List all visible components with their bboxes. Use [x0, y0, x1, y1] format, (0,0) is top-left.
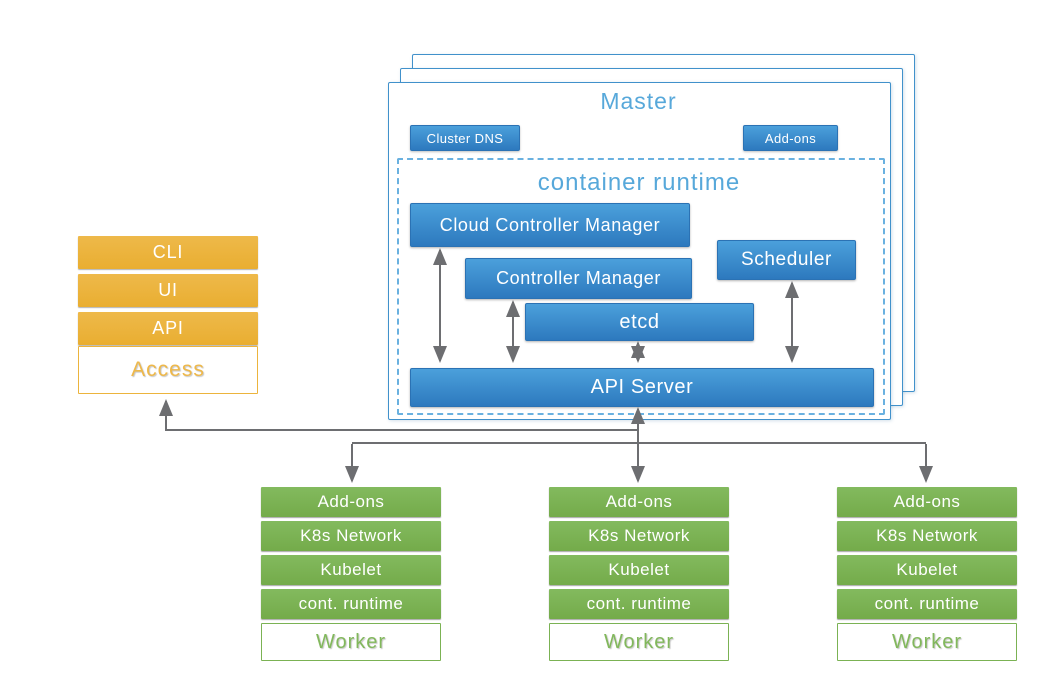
access-api-box: API — [78, 312, 258, 345]
master-addons-box: Add-ons — [743, 125, 838, 151]
worker1-kubelet-box: Kubelet — [261, 555, 441, 585]
api-server-box: API Server — [410, 368, 874, 407]
cluster-dns-box: Cluster DNS — [410, 125, 520, 151]
worker1-cont-runtime-box: cont. runtime — [261, 589, 441, 619]
worker2-cont-runtime-box: cont. runtime — [549, 589, 729, 619]
worker2-base-box: Worker — [549, 623, 729, 661]
access-cli-box: CLI — [78, 236, 258, 269]
controller-manager-box: Controller Manager — [465, 258, 692, 299]
worker2-addons-box: Add-ons — [549, 487, 729, 517]
worker1-base-box: Worker — [261, 623, 441, 661]
worker2-kubelet-box: Kubelet — [549, 555, 729, 585]
worker1-addons-box: Add-ons — [261, 487, 441, 517]
etcd-box: etcd — [525, 303, 754, 341]
access-ui-box: UI — [78, 274, 258, 307]
worker1-k8s-network-box: K8s Network — [261, 521, 441, 551]
worker3-k8s-network-box: K8s Network — [837, 521, 1017, 551]
scheduler-box: Scheduler — [717, 240, 856, 280]
worker3-base-box: Worker — [837, 623, 1017, 661]
cloud-controller-manager-box: Cloud Controller Manager — [410, 203, 690, 247]
worker3-addons-box: Add-ons — [837, 487, 1017, 517]
worker3-cont-runtime-box: cont. runtime — [837, 589, 1017, 619]
worker2-k8s-network-box: K8s Network — [549, 521, 729, 551]
master-title: Master — [600, 88, 677, 114]
worker3-kubelet-box: Kubelet — [837, 555, 1017, 585]
access-base-box: Access — [78, 346, 258, 394]
container-runtime-title: container runtime — [537, 169, 741, 196]
